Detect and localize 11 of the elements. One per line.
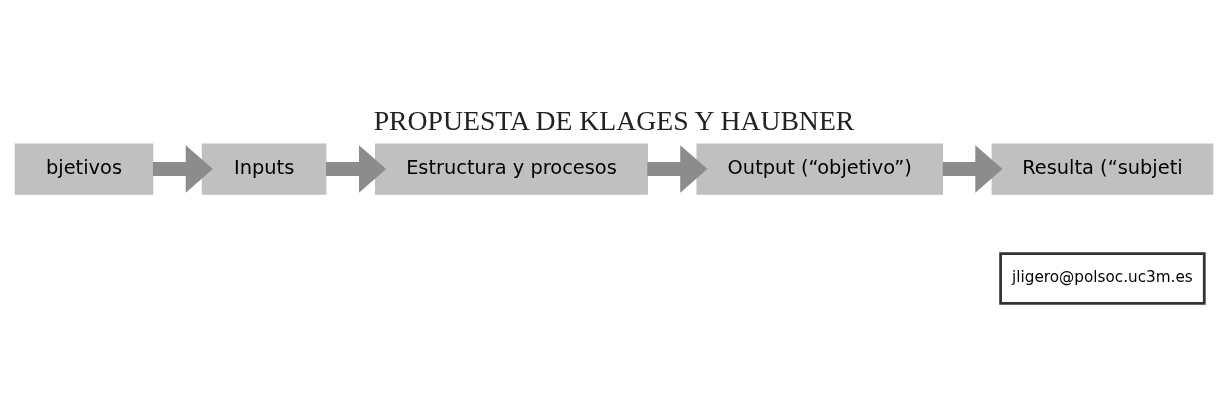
- node-box: Resulta (“subjeti: [991, 143, 1214, 195]
- node-box: Inputs: [201, 143, 327, 195]
- arrow: [325, 145, 387, 193]
- diagram-title: PROPUESTA DE KLAGES Y HAUBNER: [373, 105, 855, 137]
- node-box: bjetivos: [14, 143, 154, 195]
- arrow: [152, 145, 213, 193]
- arrow: [942, 145, 1003, 193]
- node-box: jligero@polsoc.uc3m.es: [999, 252, 1206, 305]
- arrow: [647, 145, 708, 193]
- node-box: Output (“objetivo”): [696, 143, 944, 195]
- node-box: Estructura y procesos: [374, 143, 648, 195]
